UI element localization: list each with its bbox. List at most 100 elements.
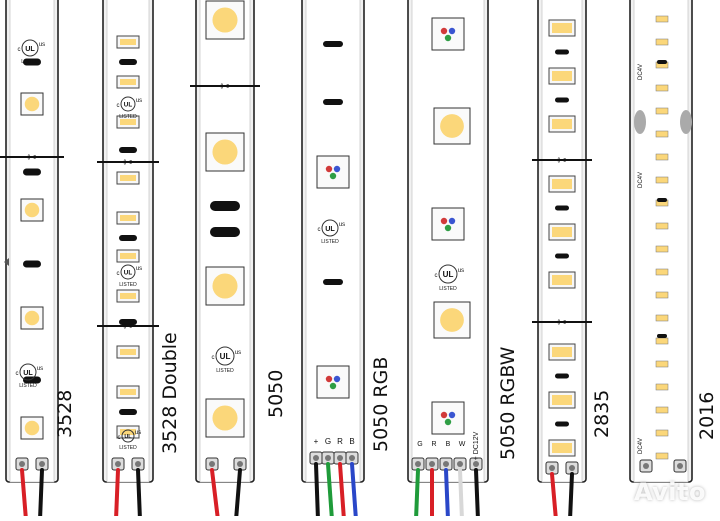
pad-label: G	[417, 441, 422, 448]
resistor-3528	[23, 168, 41, 176]
dc-marking: DC4V	[638, 438, 644, 454]
ul-mark-us: us	[136, 98, 142, 104]
resistor-2835	[555, 97, 569, 103]
resistor-3528d	[119, 147, 137, 153]
strip-inner	[633, 0, 689, 483]
led-2016	[655, 360, 669, 368]
ul-mark-letters: UL	[25, 44, 35, 53]
ul-mark-c: c	[118, 435, 121, 441]
pad-label: B	[446, 441, 451, 448]
led-2835-8-chip	[552, 443, 572, 453]
wire-green	[414, 468, 420, 521]
ul-mark-c: c	[435, 273, 438, 279]
led-rgbw-2-frame	[431, 207, 465, 241]
resistor-5050	[210, 227, 240, 237]
led-2835-1-chip	[552, 71, 572, 81]
led-rgbw-4-blue	[448, 411, 456, 419]
pads-2016-solder	[643, 463, 649, 469]
ul-mark-letters: UL	[23, 368, 33, 377]
ul-mark-listed: LISTED	[19, 383, 37, 389]
ul-mark-listed: LISTED	[439, 286, 457, 292]
wire-white	[458, 468, 464, 521]
dc-marking: DC4V	[638, 64, 644, 80]
wire-green	[326, 462, 334, 521]
pads-3528d-solder	[135, 461, 141, 467]
led-2016	[655, 107, 669, 115]
led-2835-0-chip	[552, 23, 572, 33]
avito-watermark: Avito	[633, 478, 706, 506]
resistor-2835	[555, 49, 569, 55]
ul-mark-c: c	[18, 47, 21, 53]
led-3528d-9-chip	[120, 429, 136, 435]
scissors-icon: ✂	[123, 321, 132, 333]
ul-mark-letters: UL	[124, 269, 133, 276]
strip-inner	[305, 0, 361, 483]
pad-label: +	[314, 437, 319, 446]
pads-2835-solder	[569, 465, 575, 471]
led-2016	[655, 406, 669, 414]
pads-rgb-solder	[349, 455, 355, 461]
ul-mark-c: c	[117, 103, 120, 109]
led-rgb-1-blue	[333, 375, 341, 383]
solder-pad	[680, 110, 692, 134]
ul-mark-us: us	[39, 42, 45, 48]
label-2835: 2835	[591, 389, 613, 438]
ul-mark-listed: LISTED	[321, 239, 339, 245]
led-3528d-8-chip	[120, 389, 136, 395]
resistor-3528d	[119, 319, 137, 325]
led-5050-1-lens	[212, 139, 238, 165]
wire-black	[234, 468, 242, 521]
wire-black	[314, 462, 320, 521]
ul-mark-ring	[438, 264, 458, 284]
ul-mark-ring	[215, 346, 235, 366]
pads-rgb-solder	[313, 455, 319, 461]
ul-mark-listed: LISTED	[119, 445, 137, 451]
ul-mark-ring	[321, 219, 339, 237]
pads-3528d-solder	[115, 461, 121, 467]
pad-label: R	[337, 437, 343, 446]
wire-red	[114, 468, 120, 521]
ul-mark-c: c	[212, 355, 215, 361]
label-5050: 5050	[265, 369, 287, 418]
led-rgb-1-red	[325, 375, 333, 383]
led-2016	[655, 176, 669, 184]
led-2016	[655, 337, 669, 345]
led-rgbw-2-red	[440, 217, 448, 225]
resistor-2835	[555, 253, 569, 259]
wire-red	[210, 468, 220, 521]
ul-mark-letters: UL	[124, 434, 132, 440]
led-3528d-5-chip	[120, 253, 136, 259]
led-5050-3-lens	[212, 405, 238, 431]
wire-red	[20, 468, 28, 521]
led-3528-3-lens	[24, 420, 40, 436]
ul-mark-ring	[120, 96, 136, 112]
wire-black	[568, 472, 574, 521]
label-3528: 3528	[54, 389, 76, 438]
ul-mark-listed: LISTED	[21, 59, 39, 65]
wire-blue	[444, 468, 450, 521]
pads-3528-solder	[39, 461, 45, 467]
pads-2016-solder	[677, 463, 683, 469]
led-rgbw-2-green	[444, 224, 452, 232]
led-3528d-2-chip	[120, 119, 136, 125]
led-3528d-0-chip	[120, 39, 136, 45]
pads-rgbw-solder	[415, 461, 421, 467]
scissors-icon: ✂	[557, 317, 566, 329]
resistor-3528d	[119, 235, 137, 241]
ul-mark-letters: UL	[325, 224, 335, 233]
wire-blue	[350, 462, 358, 521]
chevron-left-icon[interactable]	[4, 258, 9, 266]
ul-mark-us: us	[235, 350, 241, 356]
ul-mark-letters: UL	[124, 101, 133, 108]
pads-rgbw-solder	[473, 461, 479, 467]
pads-rgbw-solder	[457, 461, 463, 467]
resistor-2016	[657, 60, 667, 64]
pads-rgb-solder	[337, 455, 343, 461]
resistor-2835	[555, 373, 569, 379]
